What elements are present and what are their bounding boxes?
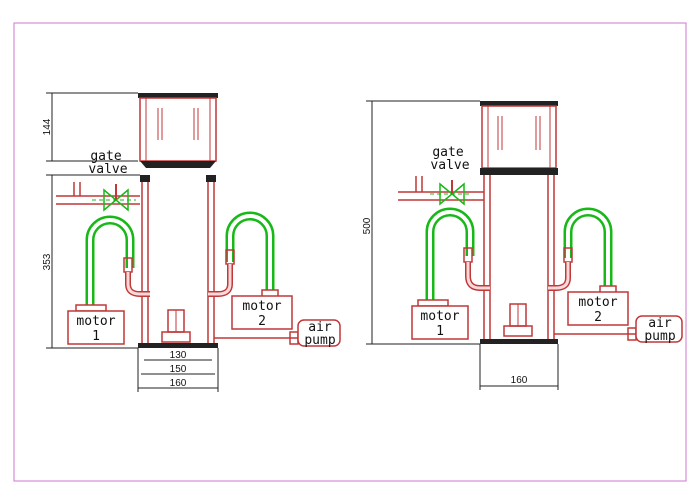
left-dimensions	[46, 92, 219, 392]
right-motor-2-label-line1: motor	[578, 295, 617, 310]
left-dim-bottom-3: 160	[170, 378, 187, 389]
right-motor-1: motor 1	[411, 299, 469, 340]
left-motor-2: motor 2	[231, 289, 293, 330]
left-dim-side: 353	[42, 253, 53, 270]
left-gate-valve-label-line1: gate	[90, 149, 121, 164]
left-base-plate	[138, 343, 218, 348]
right-dim-bottom: 160	[511, 375, 528, 386]
left-top-cap	[138, 93, 218, 98]
right-motor-2-label-line2: 2	[594, 310, 602, 325]
left-column-cap-right	[206, 175, 216, 182]
left-motor-1-label-line2: 1	[92, 329, 100, 344]
right-hose-2	[563, 207, 613, 286]
left-skimmer: motor 1 motor 2 air pump gate valve	[42, 92, 341, 392]
left-air-pump: air pump	[214, 319, 341, 348]
left-gate-valve-label-line2: valve	[88, 162, 127, 177]
right-chamber-joint	[480, 168, 558, 175]
left-gate-valve	[92, 184, 136, 212]
left-dim-top: 144	[42, 118, 53, 135]
right-top-cap	[480, 101, 558, 106]
right-air-pump-label-line2: pump	[644, 329, 675, 344]
right-motor-1-label-line2: 1	[436, 324, 444, 339]
right-motor-1-label-line1: motor	[420, 309, 459, 324]
left-top-chamber	[139, 97, 217, 162]
drawing-frame	[13, 22, 687, 482]
left-dim-bottom-1: 130	[170, 350, 187, 361]
left-motor-2-label-line2: 2	[258, 314, 266, 329]
left-air-pump-label-line1: air	[308, 320, 332, 335]
right-motor-2: motor 2	[567, 285, 629, 326]
left-motor-1-label-line1: motor	[76, 314, 115, 329]
left-motor-1: motor 1	[67, 304, 125, 345]
right-air-pump-label-line1: air	[648, 316, 672, 331]
right-gate-valve-label-line1: gate	[432, 145, 463, 160]
right-gate-valve	[430, 180, 472, 206]
left-hose-2	[225, 211, 275, 290]
right-dimensions	[366, 100, 559, 390]
right-air-pump: air pump	[554, 315, 683, 344]
left-column-cap-left	[140, 175, 150, 182]
right-gate-valve-label-line2: valve	[430, 158, 469, 173]
left-collection-cup-base	[140, 161, 216, 168]
right-top-chamber	[481, 105, 557, 169]
right-skimmer: motor 1 motor 2 air pump gate valve	[362, 100, 683, 390]
left-air-pump-label-line2: pump	[304, 333, 335, 348]
right-base-plate	[480, 339, 558, 344]
left-motor-2-label-line1: motor	[242, 299, 281, 314]
right-dim-side: 500	[362, 217, 373, 234]
left-dim-bottom-2: 150	[170, 364, 187, 375]
